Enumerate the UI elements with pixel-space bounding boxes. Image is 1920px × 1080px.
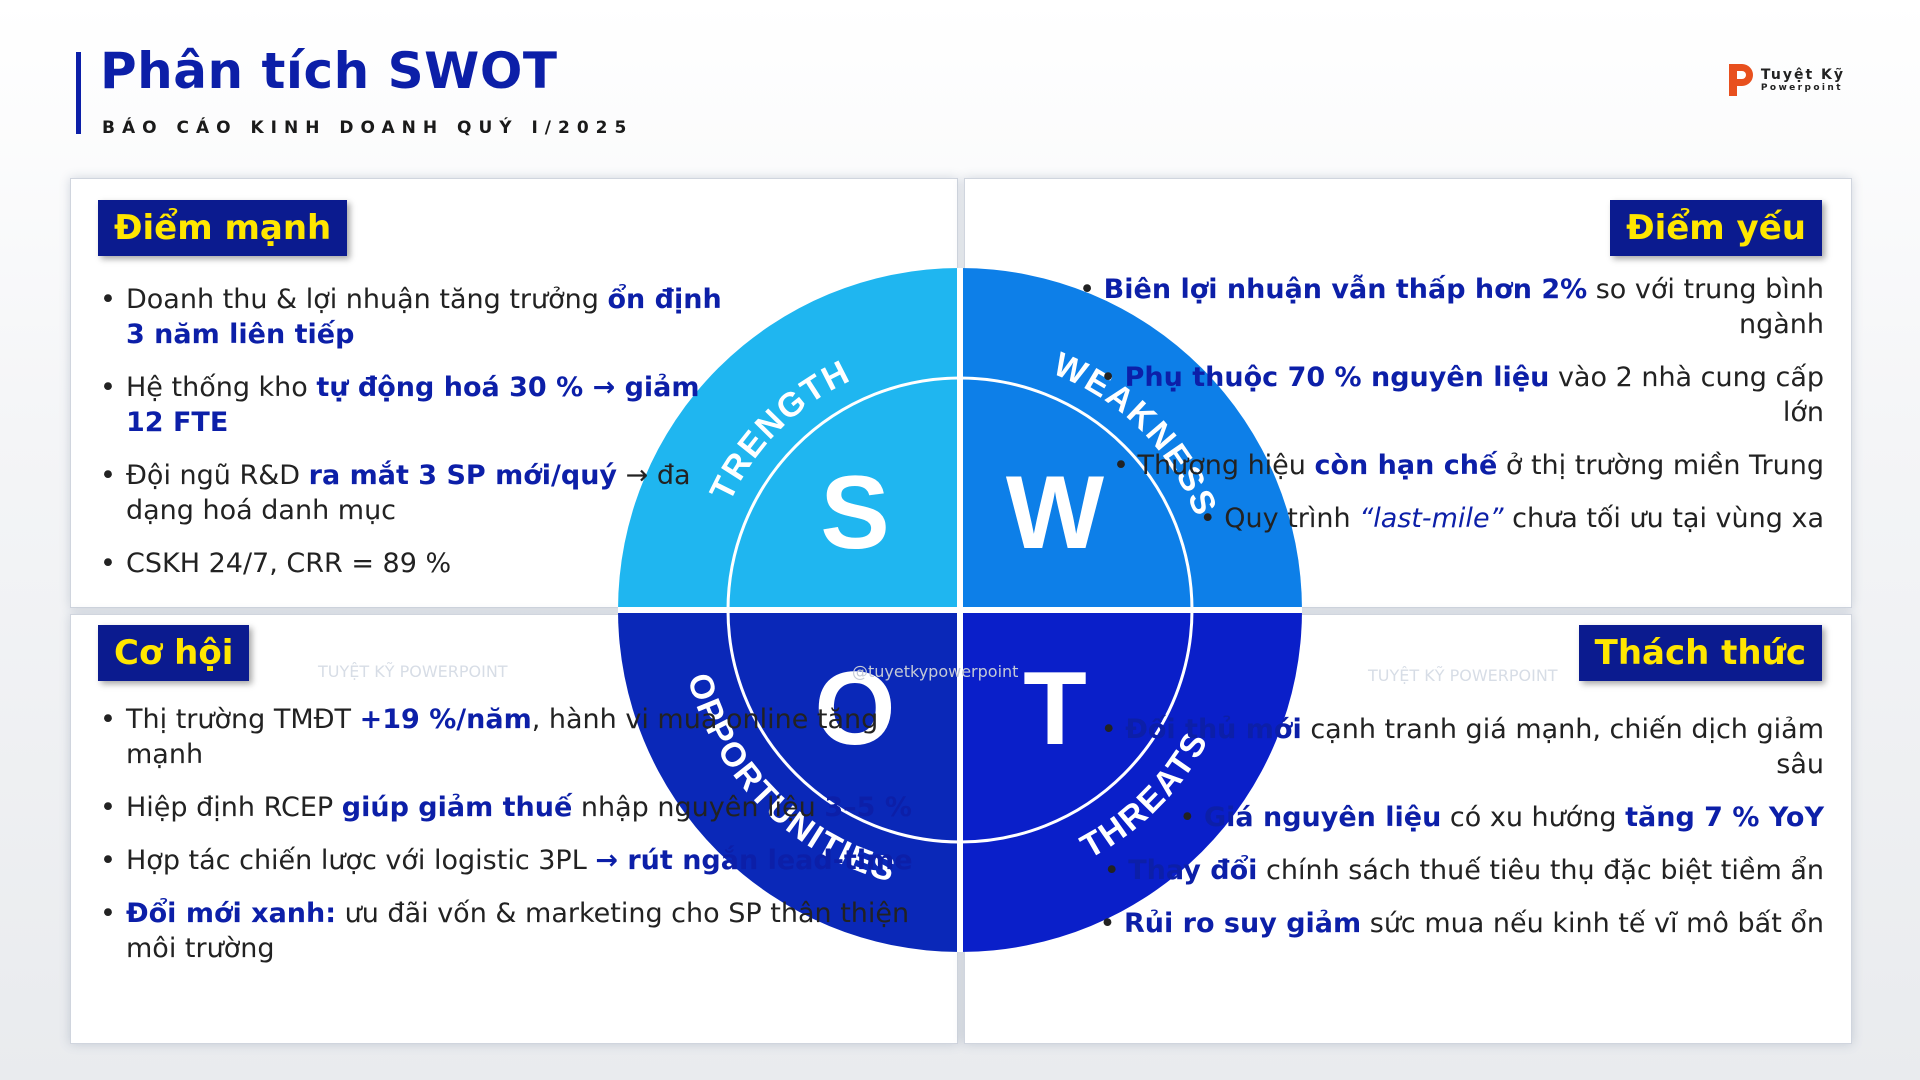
title-accent-bar bbox=[76, 52, 81, 134]
list-item: Thay đổi chính sách thuế tiêu thụ đặc bi… bbox=[1064, 853, 1824, 888]
watermark-text: TUYỆT KỸ POWERPOINT bbox=[318, 662, 508, 681]
logo-line-1: Tuyệt Kỹ bbox=[1760, 66, 1845, 83]
watermark-text: TUYỆT KỸ POWERPOINT bbox=[1368, 666, 1558, 685]
item-text: CSKH 24/7, CRR = 89 % bbox=[126, 548, 452, 579]
list-item: Thương hiệu còn hạn chế ở thị trường miề… bbox=[1064, 448, 1825, 483]
item-text: Hợp tác chiến lược với logistic 3PL bbox=[126, 845, 596, 876]
item-emphasis: giúp giảm thuế bbox=[341, 792, 573, 823]
page-subtitle: BÁO CÁO KINH DOANH QUÝ I/2025 bbox=[102, 118, 634, 138]
list-item: Thị trường TMĐT +19 %/năm, hành vi mua o… bbox=[98, 702, 918, 772]
item-text: ở thị trường miền Trung bbox=[1497, 450, 1824, 481]
list-item: Đội ngũ R&D ra mắt 3 SP mới/quý → đa dạn… bbox=[98, 458, 738, 528]
item-text: Quy trình bbox=[1224, 503, 1360, 534]
item-emphasis: 3–5 % bbox=[824, 792, 912, 823]
brand-logo: Tuyệt Kỹ Powerpoint bbox=[1727, 62, 1845, 98]
item-emphasis: tự động hoá 30 % → giảm 12 FTE bbox=[126, 372, 700, 438]
weakness-list: Biên lợi nhuận vẫn thấp hơn 2% so với tr… bbox=[1064, 272, 1824, 554]
list-item: CSKH 24/7, CRR = 89 % bbox=[98, 546, 738, 581]
list-item: Phụ thuộc 70 % nguyên liệu vào 2 nhà cun… bbox=[1064, 360, 1824, 430]
item-emphasis: +19 %/năm bbox=[359, 704, 532, 735]
watermark-handle: @tuyetkypowerpoint bbox=[852, 662, 1019, 681]
item-text: vào 2 nhà cung cấp lớn bbox=[1549, 362, 1824, 428]
item-emphasis: Phụ thuộc 70 % nguyên liệu bbox=[1124, 362, 1550, 393]
item-text: cạnh tranh giá mạnh, chiến dịch giảm sâu bbox=[1301, 714, 1824, 780]
list-item: Quy trình “last-mile” chưa tối ưu tại vù… bbox=[1064, 501, 1824, 536]
item-text: Doanh thu & lợi nhuận tăng trưởng bbox=[126, 284, 608, 315]
item-emphasis: → rút ngắn lead-time bbox=[595, 845, 913, 876]
list-item: Đổi mới xanh: ưu đãi vốn & marketing cho… bbox=[98, 896, 918, 966]
item-emphasis: Rủi ro suy giảm bbox=[1124, 908, 1362, 939]
list-item: Hệ thống kho tự động hoá 30 % → giảm 12 … bbox=[98, 370, 738, 440]
item-text: Thị trường TMĐT bbox=[126, 704, 360, 735]
item-emphasis: Thay đổi bbox=[1128, 855, 1258, 886]
item-emphasis: ổn định 3 năm liên tiếp bbox=[126, 284, 722, 350]
list-item: Biên lợi nhuận vẫn thấp hơn 2% so với tr… bbox=[1064, 272, 1824, 342]
item-text: Hiệp định RCEP bbox=[126, 792, 342, 823]
item-text: ưu đãi vốn & marketing cho SP thân thiện… bbox=[126, 898, 910, 964]
item-text: , hành vi mua online tăng mạnh bbox=[126, 704, 879, 770]
item-emphasis: Giá nguyên liệu bbox=[1203, 802, 1442, 833]
page-title: Phân tích SWOT bbox=[100, 42, 558, 100]
list-item: Hợp tác chiến lược với logistic 3PL → rú… bbox=[98, 843, 918, 878]
item-text: → đa dạng hoá danh mục bbox=[126, 460, 691, 526]
list-item: Hiệp định RCEP giúp giảm thuế nhập nguyê… bbox=[98, 790, 918, 825]
list-item: Giá nguyên liệu có xu hướng tăng 7 % YoY bbox=[1064, 800, 1824, 835]
list-item: Rủi ro suy giảm sức mua nếu kinh tế vĩ m… bbox=[1064, 906, 1824, 941]
strengths-list: Doanh thu & lợi nhuận tăng trưởng ổn địn… bbox=[98, 282, 738, 599]
item-text: có xu hướng bbox=[1441, 802, 1626, 833]
item-emphasis: ra mắt 3 SP mới/quý bbox=[308, 460, 618, 491]
threats-label: Thách thức bbox=[1578, 625, 1822, 681]
list-item: Doanh thu & lợi nhuận tăng trưởng ổn địn… bbox=[98, 282, 738, 352]
opportunities-list: Thị trường TMĐT +19 %/năm, hành vi mua o… bbox=[98, 702, 918, 984]
opportunities-label: Cơ hội bbox=[98, 625, 250, 681]
swot-letter-s: S bbox=[820, 455, 889, 571]
item-text: chưa tối ưu tại vùng xa bbox=[1503, 503, 1824, 534]
threats-list: Đối thủ mới cạnh tranh giá mạnh, chiến d… bbox=[1064, 712, 1824, 959]
item-emphasis: Biên lợi nhuận vẫn thấp hơn 2% bbox=[1103, 274, 1588, 305]
item-emphasis: còn hạn chế bbox=[1314, 450, 1498, 481]
strengths-label: Điểm mạnh bbox=[98, 200, 348, 256]
item-emphasis: Đối thủ mới bbox=[1125, 714, 1302, 745]
item-emphasis: Đổi mới xanh: bbox=[126, 898, 337, 929]
item-text: so với trung bình ngành bbox=[1587, 274, 1824, 340]
item-text: chính sách thuế tiêu thụ đặc biệt tiềm ẩ… bbox=[1257, 855, 1824, 886]
weakness-label: Điểm yếu bbox=[1610, 200, 1822, 256]
item-text: Hệ thống kho bbox=[126, 372, 317, 403]
item-text: Thương hiệu bbox=[1137, 450, 1315, 481]
item-emphasis: tăng 7 % YoY bbox=[1625, 802, 1824, 833]
item-text: sức mua nếu kinh tế vĩ mô bất ổn bbox=[1361, 908, 1824, 939]
logo-line-2: Powerpoint bbox=[1760, 82, 1843, 93]
list-item: Đối thủ mới cạnh tranh giá mạnh, chiến d… bbox=[1064, 712, 1824, 782]
item-italic: “last-mile” bbox=[1359, 503, 1504, 534]
item-text: nhập nguyên liệu bbox=[572, 792, 825, 823]
item-text: Đội ngũ R&D bbox=[126, 460, 309, 491]
logo-p-icon bbox=[1728, 64, 1753, 96]
